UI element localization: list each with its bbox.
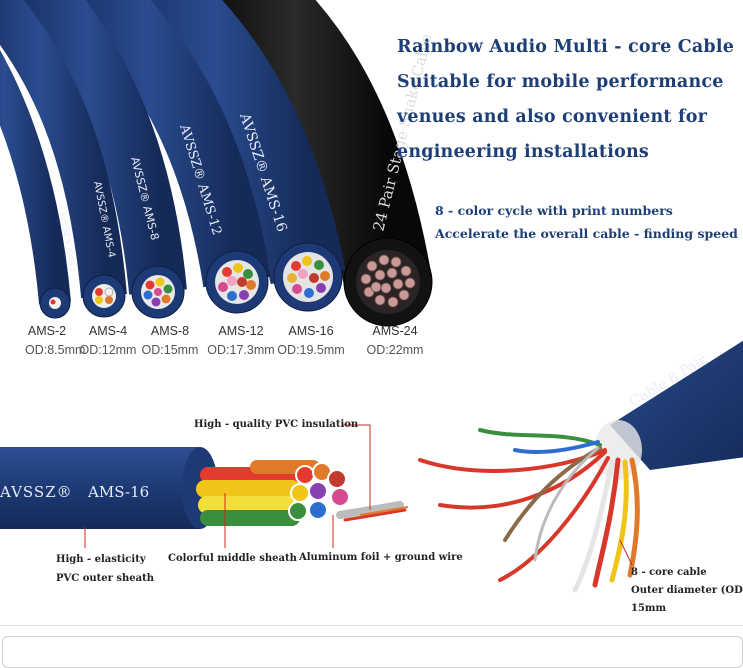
cable-ams-24 [180,0,432,290]
feature-block: 8 - color cycle with print numbers Accel… [435,199,738,245]
spec-od-value: 15mm [631,603,667,614]
cutaway-inner-cores [196,460,350,526]
od-label: OD:17.3mm [207,343,275,357]
od-label: OD:8.5mm [25,343,86,357]
od-label: OD:15mm [141,343,199,357]
cable-ams-16 [110,0,346,285]
fanout-shield-fibers [379,339,621,451]
next-panel-edge [2,636,743,668]
cutaway-model-print: AMS-16 [87,483,149,501]
size-label-ams-8: AMS-8 OD:15mm [140,322,200,360]
headline-line-3: venues and also convenient for [397,107,708,127]
size-label-ams-2: AMS-2 OD:8.5mm [25,322,86,360]
headline-block: Rainbow Audio Multi - core Cable Suitabl… [397,30,737,170]
cable-ams-4 [0,0,127,299]
feature-line-1: 8 - color cycle with print numbers [435,203,673,218]
cable-end-ams-24 [343,237,433,327]
cable-ams-2 [0,50,71,305]
cutaway-brand-print: AVSSZ® [0,483,73,501]
spec-od-label: Outer diameter (OD): [631,585,743,596]
size-label-ams-12: AMS-12 OD:17.3mm [206,322,276,360]
headline-line-2: Suitable for mobile performance [397,72,724,92]
callout-middle-sheath: Colorful middle sheath [168,553,297,564]
cable-end-ams-16 [273,242,343,312]
model-label: AMS-2 [27,324,67,338]
size-label-ams-24: AMS-24 OD:22mm [364,322,426,360]
model-label: AMS-4 [88,324,128,338]
panel-divider [0,625,743,626]
cable-ams-8 [11,0,187,295]
model-label: AMS-16 [288,324,334,338]
cutaway-foil-wire [336,501,409,522]
headline-line-4: engineering installations [397,142,649,162]
feature-line-2: Accelerate the overall cable - finding s… [435,226,738,241]
cable-end-ams-8 [131,265,185,319]
callout-outer-sheath-line-2: PVC outer sheath [56,573,155,584]
fanout-wires [418,428,640,593]
product-image-panel: AVSSZ® AMS-2 AVSSZ® AMS-4 AVSSZ® AMS-8 A… [0,0,743,614]
od-label: OD:22mm [366,343,424,357]
spec-cores: 8 - core cable [631,567,707,578]
cutaway-outer-sheath [0,447,200,529]
callout-lines [84,424,633,566]
callout-foil-ground: Aluminum foil + ground wire [299,552,463,563]
size-label-ams-16: AMS-16 OD:19.5mm [276,322,346,360]
cable-ams-12 [54,0,271,288]
cable-end-ams-12 [205,250,269,314]
size-label-ams-4: AMS-4 OD:12mm [78,322,138,360]
od-label: OD:19.5mm [277,343,345,357]
model-label: AMS-12 [218,324,264,338]
cable-end-ams-2 [39,287,71,319]
headline-line-1: Rainbow Audio Multi - core Cable [397,37,735,57]
model-label: AMS-8 [150,324,190,338]
model-label: AMS-24 [372,324,418,338]
fanout-cable-jacket [610,340,743,470]
od-label: OD:12mm [79,343,137,357]
callout-insulation: High - quality PVC insulation [194,419,359,430]
callout-outer-sheath-line-1: High - elasticity [56,554,146,565]
cable-end-ams-4 [82,274,126,318]
cable-illustration: AVSSZ® AMS-2 AVSSZ® AMS-4 AVSSZ® AMS-8 A… [0,0,743,593]
